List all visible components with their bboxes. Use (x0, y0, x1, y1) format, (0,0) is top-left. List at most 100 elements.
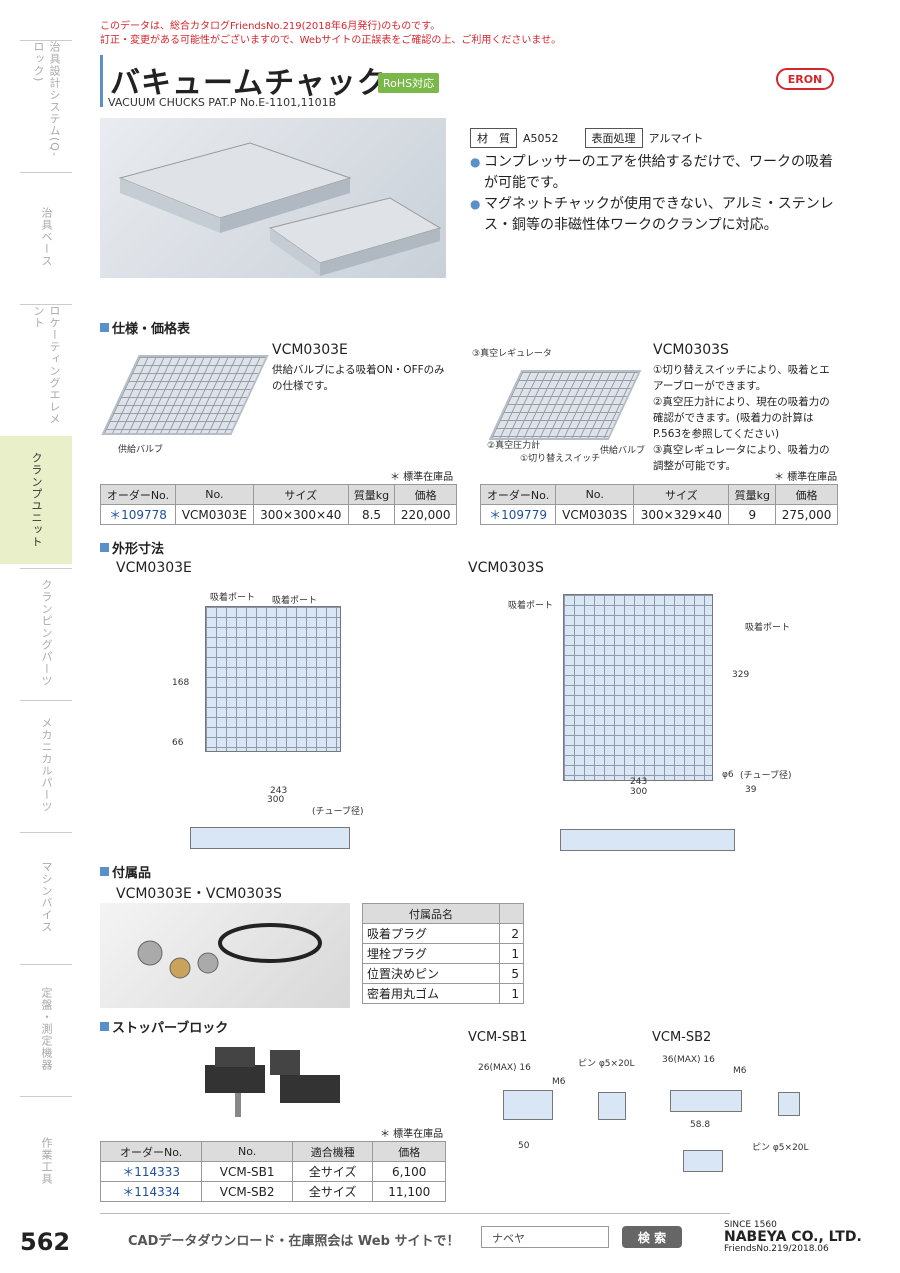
dim-300-label: 300 (267, 795, 285, 805)
section-marker-icon (100, 867, 109, 876)
vcm-e-description: 供給バルブによる吸着ON・OFFのみの仕様です。 (272, 364, 445, 392)
section-marker-icon (100, 1022, 109, 1031)
port-label: 吸着ポート (508, 601, 554, 611)
vcm-e-price-table: オーダーNo. No. サイズ 質量kg 価格 ＊109778 VCM0303E… (100, 484, 457, 525)
section-marker-icon (100, 543, 109, 552)
vcm-s-top-drawing (563, 594, 713, 781)
stopper-price-table: オーダーNo. No. 適合機種 価格 ＊114333 VCM-SB1 全サイズ… (99, 1141, 446, 1202)
material-label: 材 質 (470, 128, 517, 148)
surface-value: アルマイト (648, 132, 704, 145)
notice-line-2: 訂正・変更がある可能性がございますので、Webサイトの正誤表をご確認の上、ご利用… (100, 35, 562, 46)
surface-label: 表面処理 (584, 128, 643, 148)
vcm-s-model: VCM0303S (653, 342, 729, 358)
page-subtitle: VACUUM CHUCKS PAT.P No.E-1101,1101B (108, 96, 337, 109)
sb1-dim-50: 50 (518, 1141, 530, 1151)
accessories-illustration (137, 923, 322, 979)
order-number[interactable]: ＊109778 (100, 504, 176, 525)
company-brand: SINCE 1560 NABEYA CO., LTD. FriendsNo.21… (724, 1220, 862, 1254)
dim-300-label: 300 (630, 787, 648, 797)
hero-product-photo (100, 118, 446, 278)
order-number[interactable]: ＊109779 (479, 504, 557, 525)
table-row: ＊109778 VCM0303E 300×300×40 8.5 220,000 (100, 504, 457, 525)
order-number[interactable]: ＊114334 (99, 1181, 203, 1202)
vcm-e-top-drawing (205, 606, 341, 752)
sidebar-item-jig-base[interactable]: 治具ベース (20, 172, 72, 300)
sb2-pin-label: ピン φ5×20L (752, 1143, 809, 1153)
sidebar-item-machine-vise[interactable]: マシンバイス (20, 832, 72, 960)
sb2-dim-588: 58.8 (690, 1120, 711, 1130)
sb2-dim-top: 36(MAX) 16 (662, 1055, 715, 1065)
vacuum-chuck-illustration (118, 142, 442, 276)
eron-logo: ERON (776, 68, 834, 90)
search-input[interactable]: ナベヤ (481, 1226, 609, 1248)
sb2-m6-label: M6 (733, 1066, 747, 1076)
vcm-e-side-drawing (190, 827, 350, 849)
dim-39-label: 39 (745, 785, 757, 795)
sb2-side-drawing (778, 1092, 800, 1116)
sb1-front-drawing (503, 1090, 553, 1120)
feature-item: マグネットチャックが使用できない、アルミ・ステンレス・銅等の非磁性体ワークのクラ… (470, 194, 840, 236)
vcm-e-model: VCM0303E (272, 342, 348, 358)
sidebar-item-tools[interactable]: 作業工具 (20, 1096, 72, 1224)
page-title: バキュームチャック (110, 66, 388, 101)
dim-243-label: 243 (270, 786, 288, 796)
gauge-callout: ②真空圧力計 (487, 441, 541, 451)
dim-e-title: VCM0303E (116, 560, 192, 576)
sidebar-item-clamp-unit[interactable]: クランプユニット (0, 436, 72, 564)
sidebar-item-jig-system[interactable]: 治具設計システム(Q-ロック) (20, 40, 72, 168)
sb1-m6-label: M6 (552, 1077, 566, 1087)
order-number[interactable]: ＊114333 (99, 1161, 203, 1182)
notice-line-1: このデータは、総合カタログFriendsNo.219(2018年6月発行)のもの… (100, 21, 441, 32)
dim-329-label: 329 (732, 670, 750, 680)
dim-s-title: VCM0303S (468, 560, 544, 576)
regulator-callout: ③真空レギュレータ (472, 349, 552, 359)
sidebar-item-locating[interactable]: ロケーティングエレメント (20, 304, 72, 432)
spec-section-heading: 仕様・価格表 (100, 318, 190, 337)
table-row: ＊109779 VCM0303S 300×329×40 9 275,000 (479, 504, 838, 525)
dim-168-label: 168 (172, 678, 190, 688)
dim-66-label: 66 (172, 738, 184, 748)
sb1-title: VCM-SB1 (468, 1030, 528, 1045)
vcm-s-stock-note: ＊ 標準在庫品 (774, 472, 838, 483)
sb1-pin-label: ピン φ5×20L (578, 1059, 635, 1069)
stopper-photo (190, 1035, 360, 1125)
supply-valve-callout: 供給バルブ (118, 445, 164, 455)
tube-label: (チューブ径) (740, 771, 792, 781)
vcm-s-price-table: オーダーNo. No. サイズ 質量kg 価格 ＊109779 VCM0303S… (479, 484, 838, 525)
dimension-section-heading: 外形寸法 (100, 538, 164, 557)
switch-callout: ①切り替えスイッチ (520, 454, 601, 464)
vcm-s-description: ①切り替えスイッチにより、吸着とエアーブローができます。 ②真空圧力計により、現… (653, 364, 830, 472)
supply-valve-callout: 供給バルブ (600, 446, 646, 456)
sb1-dim-top: 26(MAX) 16 (478, 1063, 531, 1073)
port-label: 吸着ポート (210, 593, 256, 603)
company-name: NABEYA CO., LTD. (724, 1229, 862, 1245)
sb2-title: VCM-SB2 (652, 1030, 712, 1045)
cad-download-text: CADデータダウンロード・在庫照会は Web サイトで！ (128, 1234, 460, 1249)
vcm-e-photo (100, 340, 270, 450)
sidebar-item-measurement[interactable]: 定盤・測定機器 (20, 964, 72, 1092)
revision-notice: このデータは、総合カタログFriendsNo.219(2018年6月発行)のもの… (100, 20, 561, 48)
accessory-section-heading: 付属品 (100, 862, 151, 881)
section-marker-icon (100, 323, 109, 332)
footer-divider (100, 1213, 730, 1214)
sidebar-item-clamping-parts[interactable]: クランピングパーツ (20, 568, 72, 696)
search-button[interactable]: 検 索 (622, 1226, 682, 1248)
rohs-badge: RoHS対応 (378, 73, 440, 93)
material-info: 材 質 A5052 表面処理 アルマイト (470, 128, 703, 148)
port-label: 吸着ポート (745, 623, 791, 633)
feature-list: コンプレッサーのエアを供給するだけで、ワークの吸着が可能です。 マグネットチャッ… (470, 152, 840, 236)
vcm-s-photo (480, 355, 650, 455)
sidebar-item-mechanical[interactable]: メカニカルパーツ (20, 700, 72, 828)
table-row: ＊114334 VCM-SB2 全サイズ 11,100 (99, 1181, 446, 1202)
vcm-s-side-drawing (560, 829, 735, 851)
tube-label: (チューブ径) (312, 807, 364, 817)
accessory-title: VCM0303E・VCM0303S (116, 886, 282, 902)
sb2-front-drawing (670, 1090, 742, 1112)
title-accent-bar (100, 55, 103, 107)
material-value: A5052 (523, 131, 559, 145)
vcm-e-stock-note: ＊ 標準在庫品 (390, 472, 454, 483)
